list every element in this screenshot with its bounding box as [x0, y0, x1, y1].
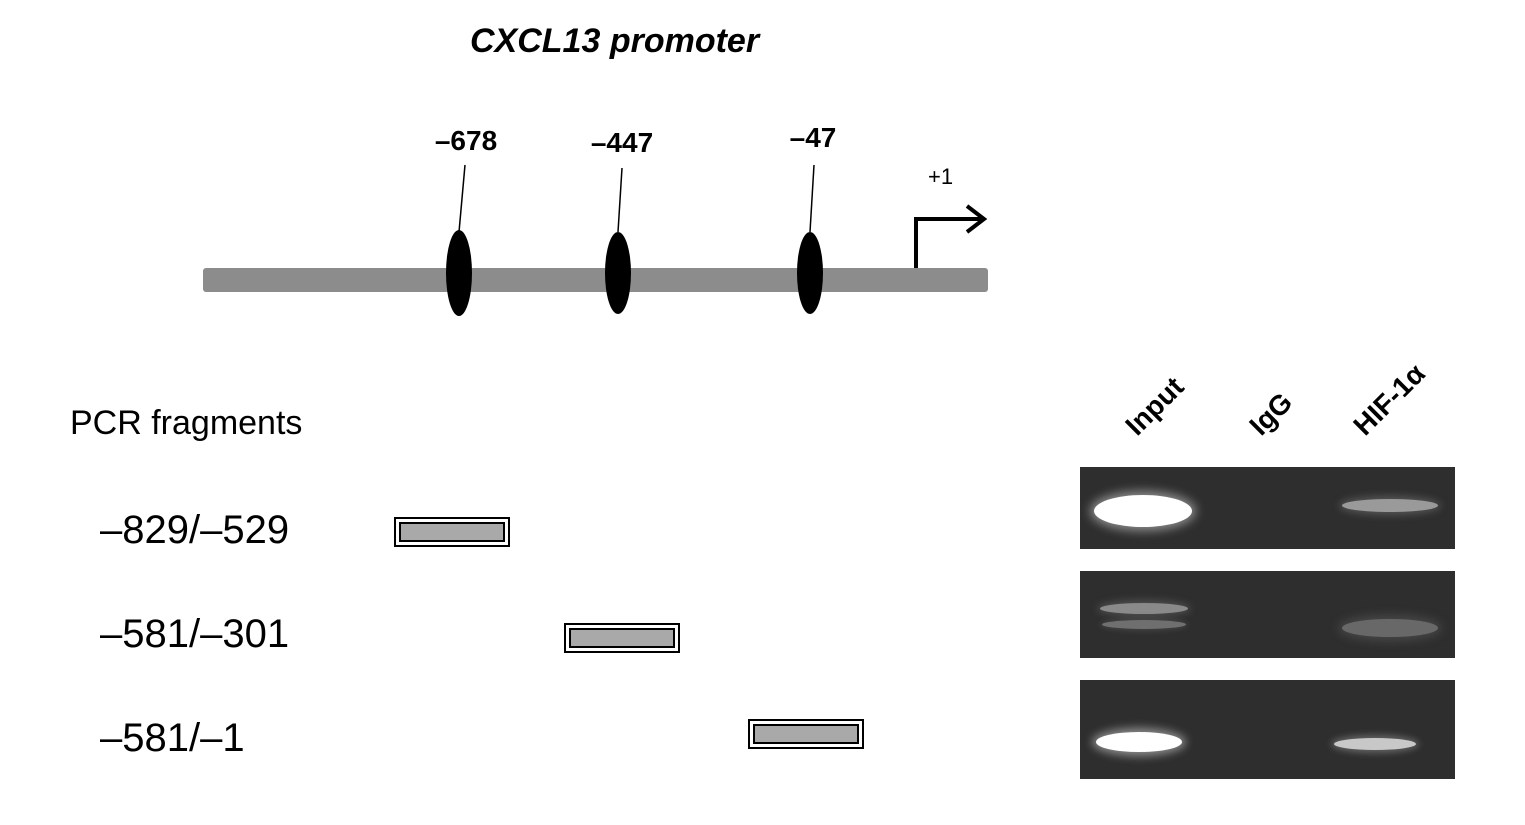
gel-panel-2 — [1080, 571, 1455, 658]
pcr-fragments-title: PCR fragments — [70, 404, 303, 442]
fragment-box — [748, 719, 864, 749]
fragment-box — [564, 623, 680, 653]
site-pointer-678 — [458, 164, 466, 233]
lane-label-igg: IgG — [1243, 386, 1299, 442]
gel-band — [1334, 738, 1416, 750]
binding-site-47 — [797, 232, 823, 314]
promoter-schematic — [203, 164, 988, 316]
site-label-447: –447 — [590, 127, 654, 158]
site-pointer-47 — [809, 164, 815, 233]
lane-label-hif1a: HIF-1α — [1347, 357, 1431, 442]
gel-band — [1102, 620, 1186, 629]
fragment-box — [394, 517, 510, 547]
gel-band — [1096, 732, 1182, 752]
tss-arrow-icon — [914, 204, 988, 268]
gel-band — [1094, 495, 1192, 527]
gel-panel-3 — [1080, 680, 1455, 779]
gel-panel-1 — [1080, 467, 1455, 549]
diagram-title: CXCL13 promoter — [470, 22, 760, 60]
tss-label: +1 — [928, 164, 954, 189]
gel-band — [1342, 499, 1438, 512]
site-label-47: –47 — [789, 122, 837, 153]
binding-site-447 — [605, 232, 631, 314]
promoter-line — [203, 268, 988, 292]
fragment-label: –581/–301 — [100, 612, 290, 656]
site-label-678: –678 — [434, 125, 498, 156]
site-pointer-447 — [617, 167, 623, 233]
binding-site-678 — [446, 230, 472, 316]
fragment-label: –829/–529 — [100, 508, 290, 552]
lane-label-input: Input — [1119, 370, 1190, 442]
gel-band — [1100, 603, 1188, 614]
gel-band — [1342, 619, 1438, 637]
fragment-label: –581/–1 — [100, 716, 245, 760]
